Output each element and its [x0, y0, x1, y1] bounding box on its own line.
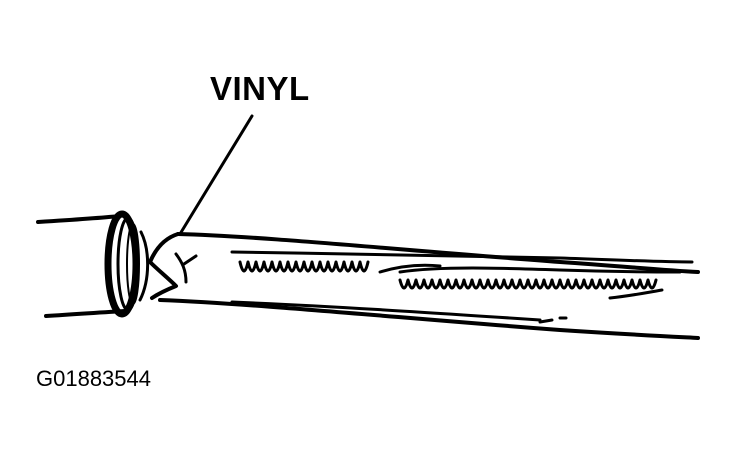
vinyl-callout-label: VINYL	[210, 70, 310, 107]
callout-leader-line	[178, 114, 254, 236]
pipe-rim	[104, 210, 150, 318]
vinyl-tube	[148, 232, 700, 340]
figure-id-label: G01883544	[36, 366, 151, 391]
